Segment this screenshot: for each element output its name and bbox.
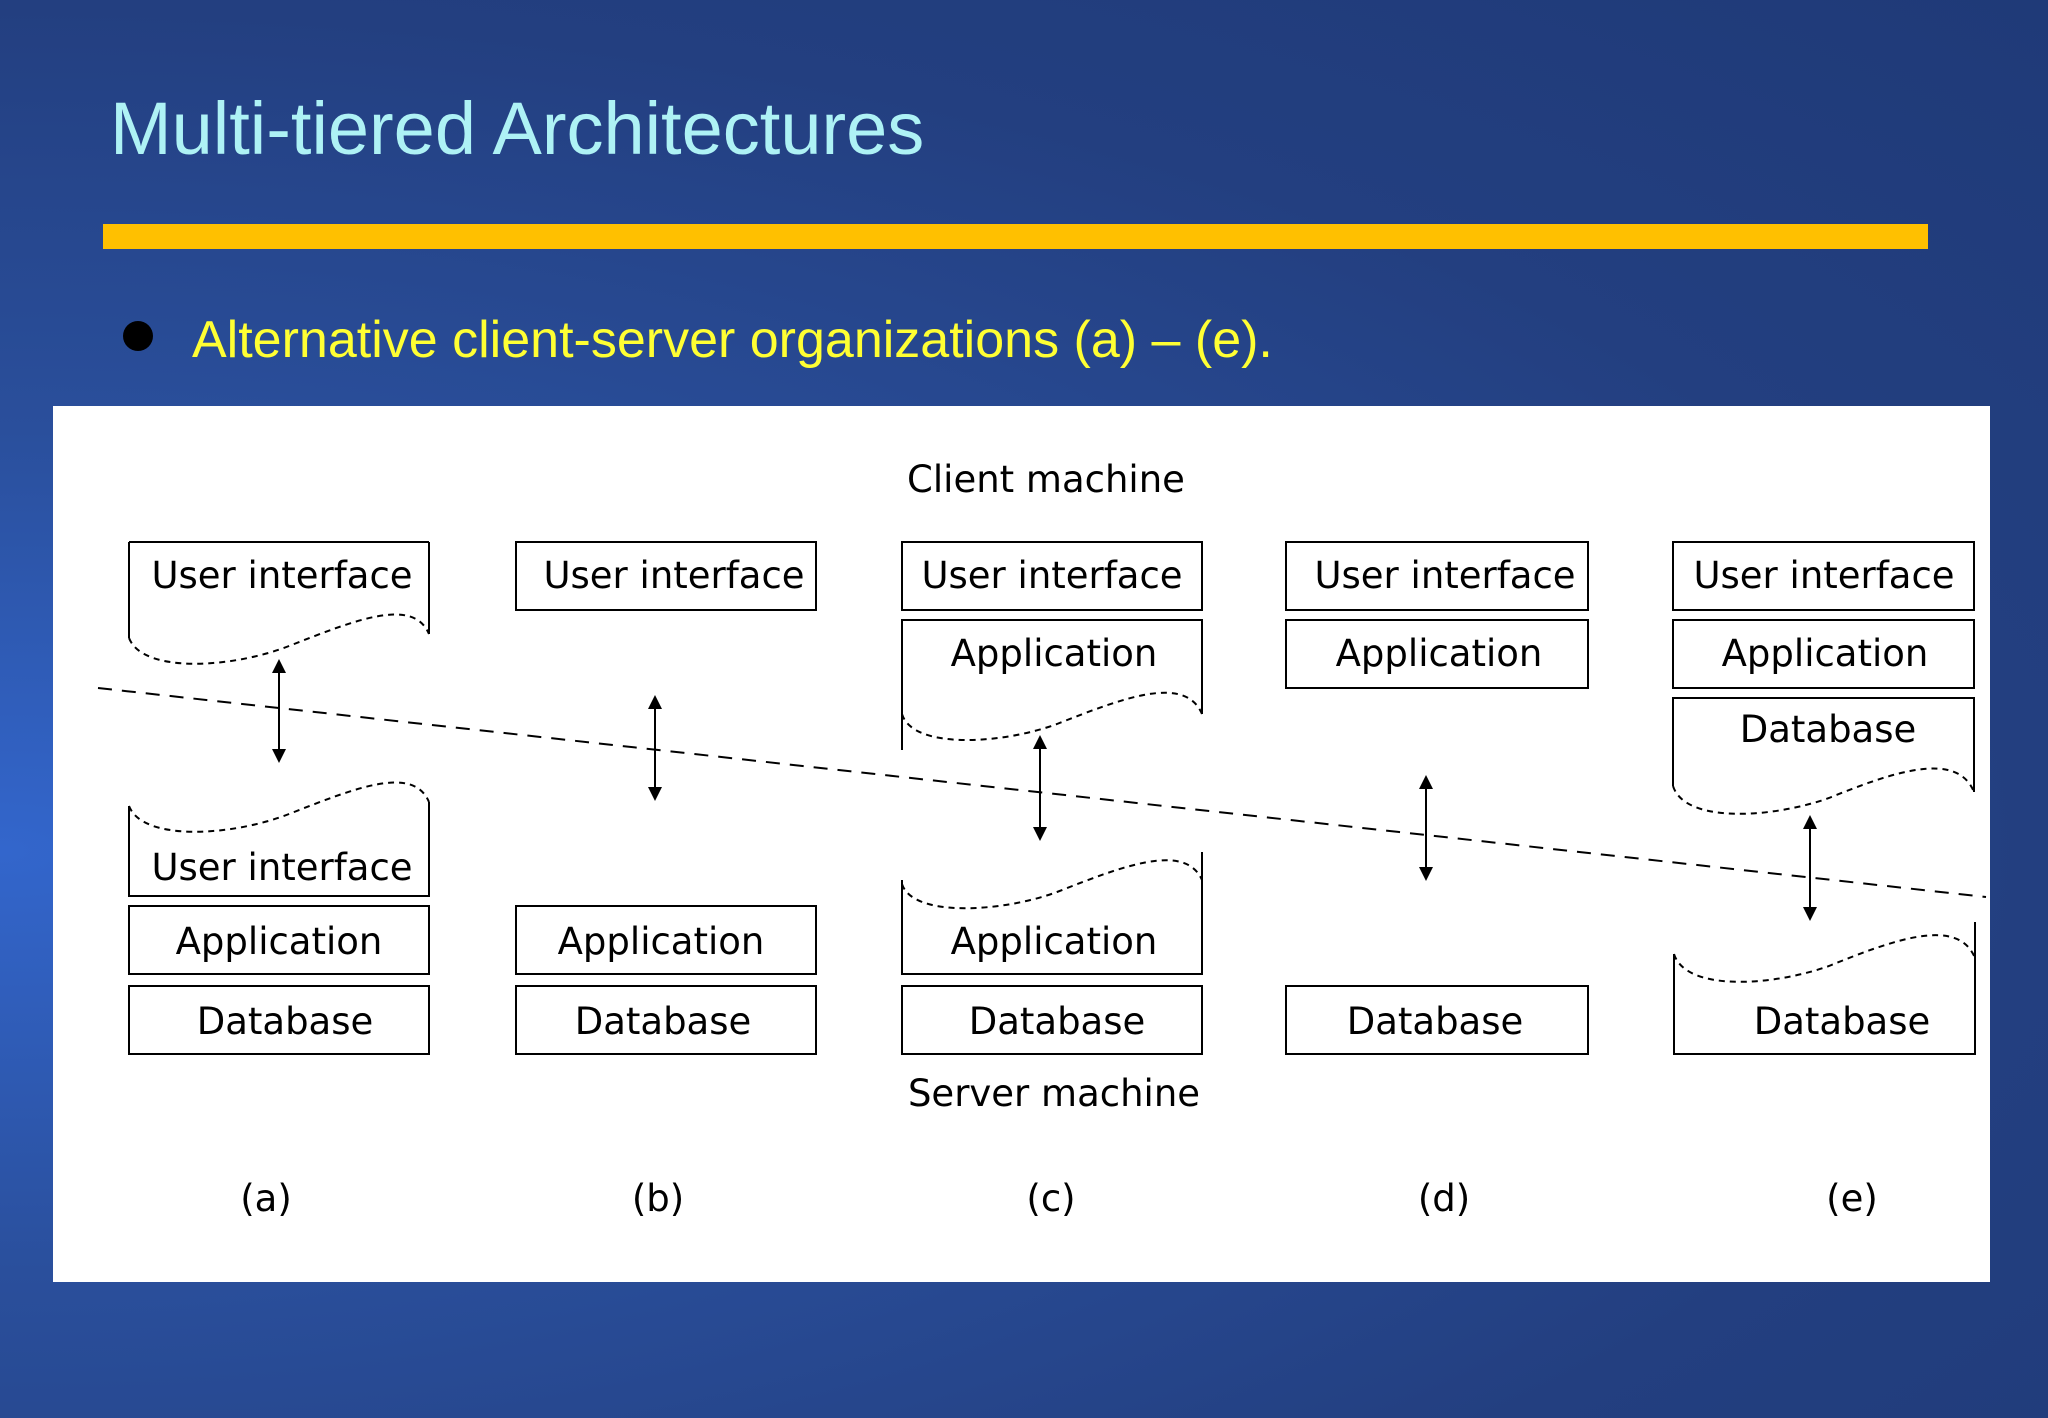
client-label-ui-c: User interface bbox=[921, 554, 1182, 597]
caption-a: (a) bbox=[240, 1177, 292, 1220]
server-box-application-b bbox=[515, 905, 817, 975]
caption-b: (b) bbox=[632, 1177, 684, 1220]
column-a: User interface User interface Applicatio… bbox=[128, 541, 430, 1220]
server-partial-box-c bbox=[901, 852, 1203, 975]
server-label-application-b: Application bbox=[558, 920, 765, 963]
server-box-application-a bbox=[128, 905, 430, 975]
server-label-database-d: Database bbox=[1347, 1000, 1524, 1043]
server-partial-label-e: Database bbox=[1754, 1000, 1931, 1043]
client-partial-box-e bbox=[1672, 697, 1975, 792]
client-box-application-e bbox=[1672, 619, 1975, 689]
client-label-b: User interface bbox=[543, 554, 804, 597]
bullet-icon bbox=[123, 321, 153, 351]
client-machine-label: Client machine bbox=[907, 458, 1185, 501]
column-c: User interface Application Application D… bbox=[901, 541, 1203, 1220]
client-label-ui-e: User interface bbox=[1693, 554, 1954, 597]
server-label-database-b: Database bbox=[575, 1000, 752, 1043]
column-e: User interface Application Database Data… bbox=[1672, 541, 1976, 1220]
architecture-figure: Client machine Server machine User inter… bbox=[53, 406, 1990, 1282]
client-box-application-d bbox=[1285, 619, 1589, 689]
client-label-ui-d: User interface bbox=[1314, 554, 1575, 597]
title-divider bbox=[103, 224, 1928, 249]
architecture-diagram: Client machine Server machine User inter… bbox=[97, 458, 1987, 1220]
server-box-database-c bbox=[901, 985, 1203, 1055]
server-label-database-a: Database bbox=[197, 1000, 374, 1043]
server-box-database-d bbox=[1285, 985, 1589, 1055]
client-label-db-e: Database bbox=[1740, 708, 1917, 751]
server-partial-box-a bbox=[128, 802, 430, 897]
server-label-database-c: Database bbox=[969, 1000, 1146, 1043]
server-label-application-a: Application bbox=[176, 920, 383, 963]
client-box-user-interface-d bbox=[1285, 541, 1589, 611]
server-partial-label-c: Application bbox=[951, 920, 1158, 963]
server-box-database-a bbox=[128, 985, 430, 1055]
bullet-text: Alternative client-server organizations … bbox=[192, 311, 1273, 369]
column-b: User interface Application Database (b) bbox=[515, 541, 817, 1220]
column-d: User interface Application Database (d) bbox=[1285, 541, 1589, 1220]
client-box-user-interface-e bbox=[1672, 541, 1975, 611]
client-box-user-interface-b bbox=[515, 541, 817, 611]
client-partial-box-c bbox=[901, 619, 1203, 750]
client-label-app-c: Application bbox=[951, 632, 1158, 675]
caption-d: (d) bbox=[1418, 1177, 1470, 1220]
server-machine-label: Server machine bbox=[908, 1072, 1200, 1115]
client-label-app-d: Application bbox=[1336, 632, 1543, 675]
server-partial-label-a: User interface bbox=[151, 846, 412, 889]
caption-c: (c) bbox=[1026, 1177, 1075, 1220]
server-box-database-b bbox=[515, 985, 817, 1055]
server-partial-box-e bbox=[1673, 922, 1976, 1055]
caption-e: (e) bbox=[1826, 1177, 1878, 1220]
client-box-user-interface-c bbox=[901, 541, 1203, 611]
slide-title: Multi-tiered Architectures bbox=[110, 87, 925, 170]
client-label-app-e: Application bbox=[1722, 632, 1929, 675]
client-partial-box-a bbox=[128, 542, 430, 638]
client-label-a: User interface bbox=[151, 554, 412, 597]
